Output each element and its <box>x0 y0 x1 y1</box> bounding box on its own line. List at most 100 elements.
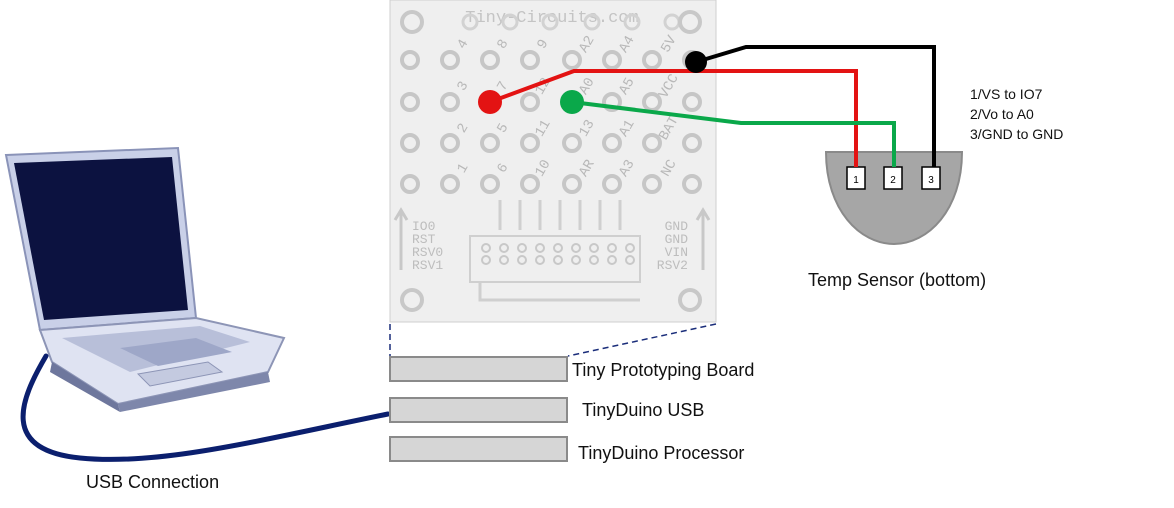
connector-pad <box>589 243 599 253</box>
board-traces <box>469 200 641 302</box>
pin-label: A0 <box>576 75 598 98</box>
connection-note: 2/Vo to A0 <box>970 106 1034 122</box>
pin-label: A4 <box>616 33 638 56</box>
pin-hole <box>400 133 420 153</box>
mount-hole <box>400 10 424 34</box>
pin-hole <box>583 13 601 31</box>
stack-label-prototyping: Tiny Prototyping Board <box>572 360 755 380</box>
connector-pad <box>589 255 599 265</box>
pin-hole <box>480 50 500 70</box>
wire-vo <box>571 100 896 167</box>
connector-pad <box>571 243 581 253</box>
connector-pad <box>499 255 509 265</box>
stack-layer-usb <box>389 397 568 423</box>
pin-hole <box>480 174 500 194</box>
wire-vo-endpoint <box>560 90 584 114</box>
side-pin-label: RSV0 <box>412 245 443 260</box>
sensor-pin-3-label: 3 <box>928 175 934 186</box>
pin-label: A3 <box>616 157 638 180</box>
connector-pad <box>607 255 617 265</box>
board-connector-pads <box>481 243 635 265</box>
pin-label: A1 <box>616 117 638 140</box>
sensor-pin-1-label: 1 <box>853 175 859 186</box>
laptop-screen <box>14 157 188 320</box>
pin-hole <box>602 174 622 194</box>
laptop-illustration <box>4 146 286 412</box>
connector-pad <box>553 255 563 265</box>
pin-label: AR <box>576 157 599 180</box>
pin-hole <box>623 13 641 31</box>
temp-sensor-label: Temp Sensor (bottom) <box>808 270 987 290</box>
stack-label-processor: TinyDuino Processor <box>578 443 745 463</box>
connection-note: 1/VS to IO7 <box>970 86 1043 102</box>
side-pin-label: RSV2 <box>657 258 688 273</box>
pin-hole <box>541 13 559 31</box>
connector-pad <box>481 243 491 253</box>
mount-hole <box>400 288 424 312</box>
connector-pad <box>517 255 527 265</box>
pin-label: 5V <box>658 33 681 56</box>
side-pin-label: GND <box>665 232 689 247</box>
mount-hole <box>678 288 702 312</box>
pin-hole <box>682 133 702 153</box>
sensor-pin-2-label: 2 <box>890 175 896 186</box>
connector-pad <box>481 255 491 265</box>
pin-hole <box>562 174 582 194</box>
wire-gnd-endpoint <box>685 51 707 73</box>
pin-hole <box>400 50 420 70</box>
side-pin-label: RSV1 <box>412 258 443 273</box>
connection-notes: 1/VS to IO7 2/Vo to A0 3/GND to GND <box>970 84 1063 144</box>
pin-hole <box>562 133 582 153</box>
usb-connection-label: USB Connection <box>86 472 220 492</box>
connector-pad <box>553 243 563 253</box>
projection-line-right <box>567 323 717 357</box>
pin-hole <box>602 50 622 70</box>
pin-hole <box>642 133 662 153</box>
stack-layer-prototyping <box>389 356 568 382</box>
pin-hole <box>440 133 460 153</box>
pin-hole <box>520 133 540 153</box>
pin-label: 13 <box>576 117 598 140</box>
connector-pad <box>625 255 635 265</box>
stack-label-usb: TinyDuino USB <box>582 400 705 420</box>
pin-hole <box>520 174 540 194</box>
pin-hole <box>682 174 702 194</box>
side-pin-label: IO0 <box>412 219 435 234</box>
connector-pad <box>499 243 509 253</box>
wire-gnd <box>695 45 936 167</box>
connector-pad <box>535 255 545 265</box>
connector-pad <box>535 243 545 253</box>
board-header: Tiny-Circuits.com <box>465 9 638 28</box>
pin-hole <box>642 50 662 70</box>
connector-pad <box>517 243 527 253</box>
pin-hole <box>461 13 479 31</box>
wire-vs <box>489 69 858 167</box>
pin-hole <box>440 50 460 70</box>
side-pin-label: GND <box>665 219 689 234</box>
pin-hole <box>400 174 420 194</box>
side-pin-label: RST <box>412 232 436 247</box>
stack-layer-processor <box>389 436 568 462</box>
pin-hole <box>682 92 702 112</box>
pin-label: A5 <box>616 75 638 98</box>
usb-cable <box>20 353 391 462</box>
pin-label: 10 <box>532 157 554 180</box>
pin-label: NC <box>658 157 680 180</box>
wire-vs-endpoint <box>478 90 502 114</box>
pin-hole <box>501 13 519 31</box>
connection-note: 3/GND to GND <box>970 126 1064 142</box>
board-pin-holes <box>400 13 702 194</box>
connector-pad <box>607 243 617 253</box>
mount-hole <box>678 10 702 34</box>
pin-hole <box>562 50 582 70</box>
pin-hole <box>602 92 622 112</box>
pin-hole <box>480 133 500 153</box>
pin-hole <box>440 174 460 194</box>
pin-hole <box>400 92 420 112</box>
connector-pad <box>625 243 635 253</box>
connector-pad <box>571 255 581 265</box>
pin-hole <box>440 92 460 112</box>
pin-label: A2 <box>576 33 598 56</box>
